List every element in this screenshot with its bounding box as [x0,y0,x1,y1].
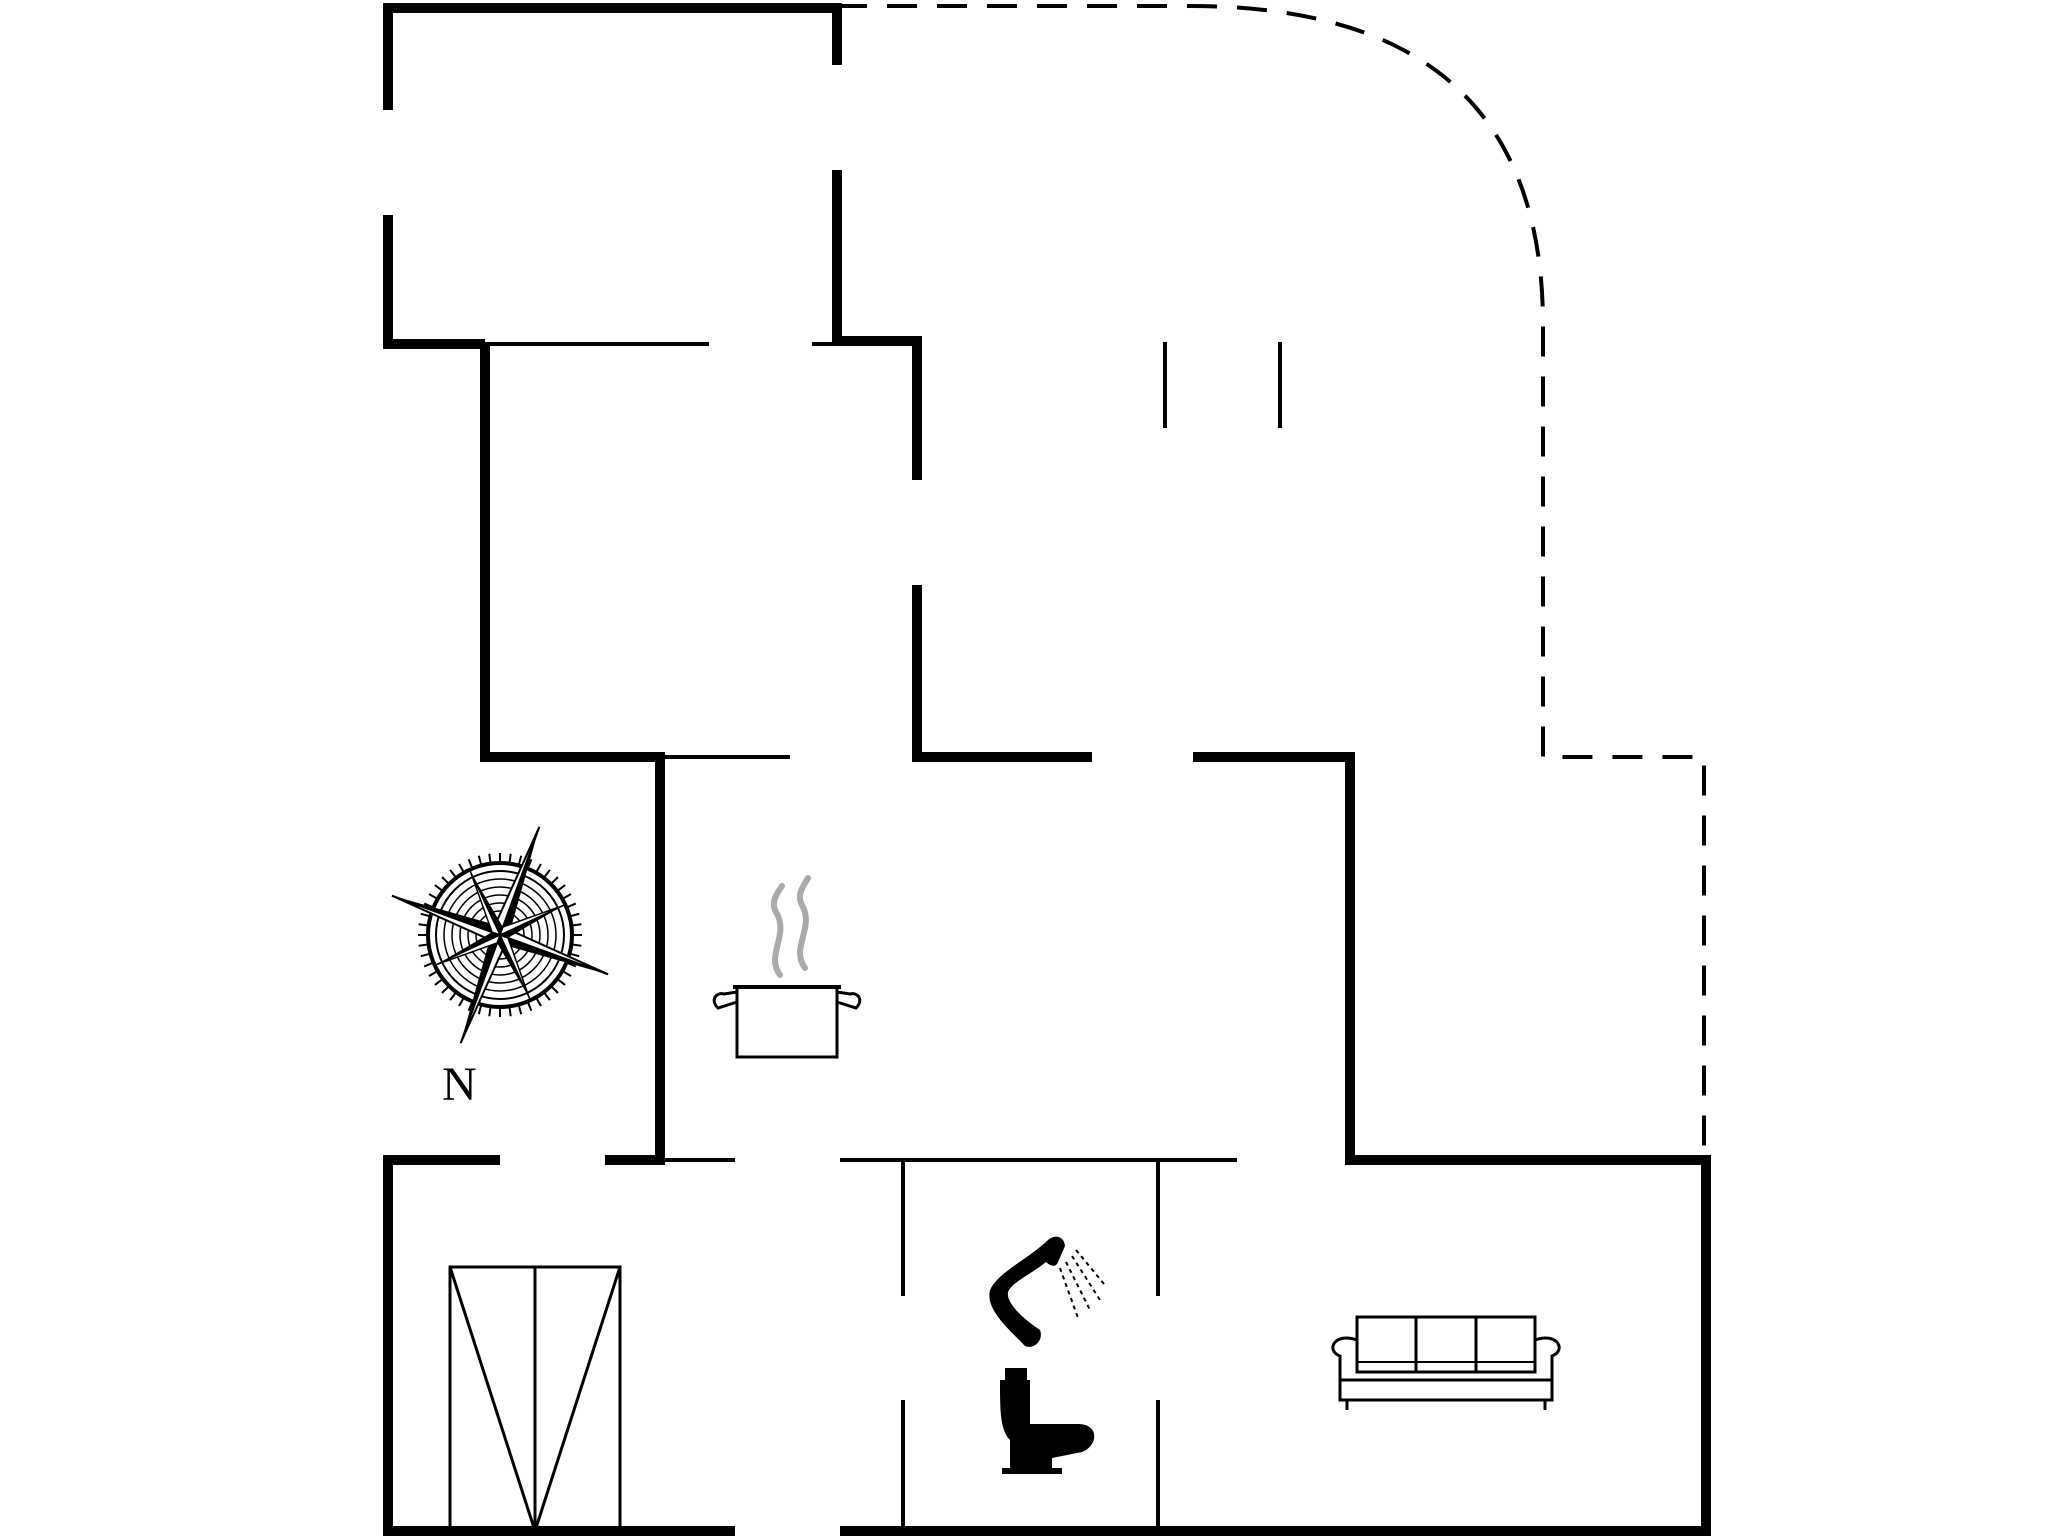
terrace-outline [837,3,1706,1150]
compass-rose-icon [391,826,609,1044]
cooking-pot-icon [712,875,862,1059]
terrace-boundary [837,3,1706,1150]
wall-bedroom-left [383,1155,735,1536]
shower-icon [989,1236,1105,1347]
bed-icon [448,1265,622,1533]
wall-left-corridor [480,344,665,1160]
walls [383,3,1711,1536]
wall-kitchen-right [1193,752,1355,1160]
wall-top-left-room-lower [383,215,485,349]
compass-north-label: N [442,1058,477,1111]
wall-top-left-room [383,3,842,110]
sofa-icon [1331,1315,1561,1410]
wall-central-room [912,585,1092,762]
wall-bottom-right [840,1155,1711,1536]
toilet-icon [1000,1368,1095,1474]
wall-top-left-room-right [832,170,922,480]
